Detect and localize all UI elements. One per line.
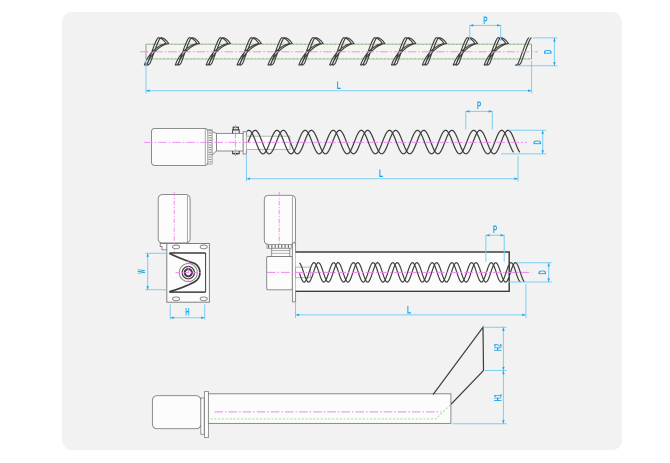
svg-text:H2: H2	[492, 344, 504, 351]
svg-text:P: P	[477, 100, 481, 112]
svg-text:P: P	[493, 224, 497, 236]
svg-text:H: H	[185, 306, 189, 318]
svg-text:H1: H1	[493, 394, 505, 401]
svg-text:D: D	[537, 270, 549, 274]
svg-text:D: D	[532, 140, 544, 144]
svg-text:L: L	[337, 80, 341, 92]
svg-text:D: D	[543, 50, 555, 54]
svg-text:L: L	[379, 168, 383, 180]
svg-text:W: W	[136, 269, 148, 274]
svg-text:P: P	[483, 15, 487, 27]
svg-text:L: L	[407, 304, 411, 316]
